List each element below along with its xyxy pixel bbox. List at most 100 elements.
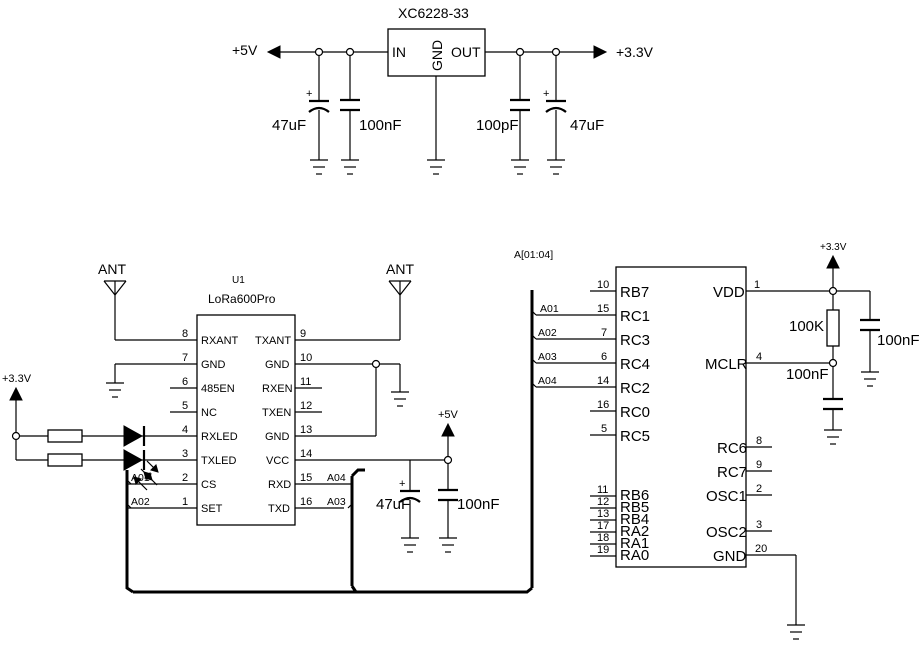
vcc-supply-label: +5V bbox=[438, 409, 459, 421]
cap-vcc-electrolytic: + bbox=[399, 478, 421, 553]
svg-text:4: 4 bbox=[756, 351, 762, 363]
svg-text:13: 13 bbox=[300, 424, 312, 436]
svg-text:5: 5 bbox=[601, 423, 607, 435]
svg-text:17: 17 bbox=[597, 520, 609, 532]
cap-in-ceramic-label: 100nF bbox=[359, 117, 402, 134]
lora-pin-set: 1 SET bbox=[127, 496, 223, 515]
regulator-pin-gnd: GND bbox=[429, 40, 445, 71]
svg-text:RA1: RA1 bbox=[620, 535, 649, 552]
lora-part-label: LoRa600Pro bbox=[208, 292, 276, 306]
svg-text:10: 10 bbox=[597, 279, 609, 291]
svg-text:RC1: RC1 bbox=[620, 308, 650, 325]
lora-pin-rxled: 4 RXLED bbox=[145, 424, 238, 443]
svg-text:12: 12 bbox=[597, 496, 609, 508]
lora-pin-nc: 5 NC bbox=[170, 400, 217, 419]
input-rail-label: +5V bbox=[232, 42, 258, 58]
svg-text:7: 7 bbox=[601, 327, 607, 339]
svg-text:485EN: 485EN bbox=[201, 383, 235, 395]
svg-text:RXANT: RXANT bbox=[201, 335, 239, 347]
mcu-pin-rc2: A04 14 RC2 bbox=[531, 375, 650, 397]
svg-text:RC4: RC4 bbox=[620, 356, 650, 373]
bus-label: A[01:04] bbox=[514, 249, 553, 261]
input-arrow-icon bbox=[266, 45, 281, 59]
svg-text:RA0: RA0 bbox=[620, 547, 649, 564]
lora-section: U1 LoRa600Pro 8 RXANT 7 GND 6 485EN 5 bbox=[2, 261, 500, 553]
svg-text:MCLR: MCLR bbox=[705, 356, 748, 373]
cap-output-electrolytic: + bbox=[543, 56, 567, 175]
mcu-pin-rc4: A03 6 RC4 bbox=[531, 351, 650, 373]
svg-text:+: + bbox=[306, 88, 312, 100]
lora-ref-label: U1 bbox=[232, 275, 245, 286]
svg-text:VDD: VDD bbox=[713, 284, 745, 301]
cap-output-ceramic bbox=[510, 56, 530, 175]
svg-text:SET: SET bbox=[201, 503, 223, 515]
junction-node bbox=[515, 47, 525, 57]
svg-text:RA2: RA2 bbox=[620, 523, 649, 540]
svg-text:8: 8 bbox=[756, 435, 762, 447]
cap-vcc-ceramic-label: 100nF bbox=[457, 496, 500, 513]
svg-text:9: 9 bbox=[300, 328, 306, 340]
mcu-pin-osc2: 3 OSC2 bbox=[706, 519, 772, 541]
svg-text:6: 6 bbox=[182, 376, 188, 388]
svg-text:VCC: VCC bbox=[266, 455, 289, 467]
svg-text:+: + bbox=[399, 478, 405, 490]
svg-text:A04: A04 bbox=[538, 375, 557, 387]
net-label-a02: A02 bbox=[131, 496, 150, 508]
svg-text:11: 11 bbox=[597, 484, 608, 496]
svg-text:RB7: RB7 bbox=[620, 284, 649, 301]
svg-text:14: 14 bbox=[597, 375, 609, 387]
svg-text:GND: GND bbox=[713, 548, 747, 565]
svg-text:A02: A02 bbox=[538, 327, 557, 339]
svg-text:A01: A01 bbox=[540, 303, 559, 315]
junction-node bbox=[443, 455, 453, 465]
lora-pin-txd: 16 TXD bbox=[268, 496, 344, 515]
junction-node bbox=[828, 358, 838, 368]
svg-text:3: 3 bbox=[756, 519, 762, 531]
ground-icon bbox=[391, 391, 409, 407]
antenna-right-icon bbox=[388, 280, 412, 340]
mcu-pin-ra1: 18 RA1 bbox=[590, 532, 649, 552]
svg-text:CS: CS bbox=[201, 479, 216, 491]
resistor-txled bbox=[47, 453, 83, 467]
svg-text:19: 19 bbox=[597, 544, 609, 556]
mcu-pin-rc0: 16 RC0 bbox=[590, 399, 650, 421]
svg-text:RC3: RC3 bbox=[620, 332, 650, 349]
cap-in-electrolytic-label: 47uF bbox=[272, 117, 306, 134]
mcu-pin-osc1: 2 OSC1 bbox=[706, 483, 772, 505]
junction-node bbox=[314, 47, 324, 57]
junction-node bbox=[371, 359, 381, 369]
resistor-pullup bbox=[826, 309, 840, 347]
mcu-pin-rb7: 10 RB7 bbox=[590, 279, 649, 301]
mcu-ic bbox=[615, 266, 747, 568]
svg-text:16: 16 bbox=[597, 399, 609, 411]
svg-text:8: 8 bbox=[182, 328, 188, 340]
vcc-supply-arrow-icon bbox=[441, 422, 455, 437]
mcu-pin-rc3: A02 7 RC3 bbox=[531, 327, 650, 349]
svg-text:RXLED: RXLED bbox=[201, 431, 238, 443]
svg-text:TXLED: TXLED bbox=[201, 455, 237, 467]
svg-text:18: 18 bbox=[597, 532, 609, 544]
svg-text:14: 14 bbox=[300, 448, 312, 460]
antenna-right-label: ANT bbox=[386, 261, 414, 277]
svg-text:9: 9 bbox=[756, 459, 762, 471]
svg-text:RXEN: RXEN bbox=[262, 383, 293, 395]
lora-pin-txen: 12 TXEN bbox=[262, 400, 322, 419]
svg-text:5: 5 bbox=[182, 400, 188, 412]
mcu-section: 10 RB7 A01 15 RC1 A02 7 RC3 A03 6 RC4 bbox=[531, 242, 920, 640]
pullup-label: 100K bbox=[789, 318, 824, 335]
mcu-pin-ra0: 19 RA0 bbox=[590, 544, 649, 564]
lora-right-pins: 9 TXANT 10 GND 11 RXEN 12 TXEN 13 GN bbox=[255, 328, 448, 515]
svg-text:TXEN: TXEN bbox=[262, 407, 291, 419]
lora-pin-txled: 3 TXLED bbox=[145, 448, 237, 467]
svg-text:4: 4 bbox=[182, 424, 188, 436]
junction-node bbox=[11, 431, 21, 441]
lora-pin-rxd: 15 RXD bbox=[268, 472, 352, 491]
ground-icon bbox=[427, 159, 445, 175]
mcu-pin-rc7: 9 RC7 bbox=[717, 459, 772, 481]
lora-pin-485en: 6 485EN bbox=[170, 376, 235, 395]
svg-text:OSC2: OSC2 bbox=[706, 524, 747, 541]
svg-text:GND: GND bbox=[201, 359, 226, 371]
svg-text:15: 15 bbox=[300, 472, 312, 484]
net-label-a03: A03 bbox=[327, 496, 346, 508]
vdd-cap-label: 100nF bbox=[877, 332, 920, 349]
